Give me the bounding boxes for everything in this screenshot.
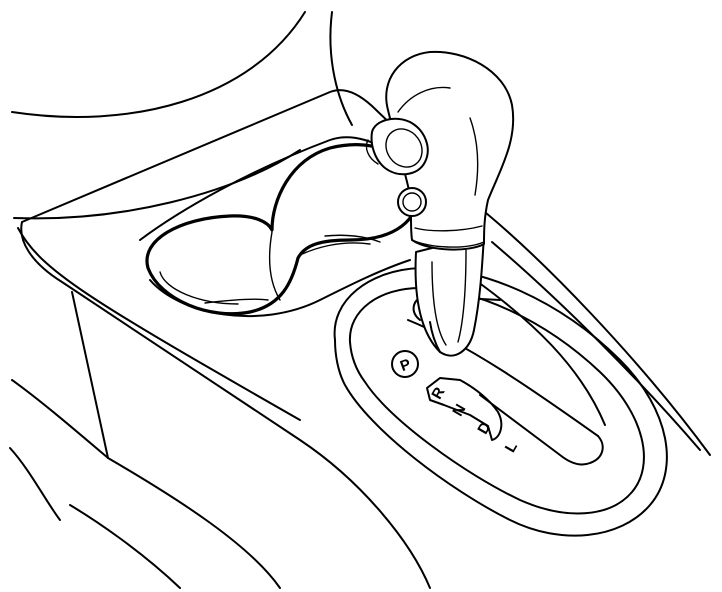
overdrive-button (397, 187, 427, 217)
park-indicator-ring (391, 350, 419, 378)
dashboard-outline (11, 11, 353, 220)
shift-position-p: P (398, 356, 413, 375)
center-console-body (9, 221, 431, 589)
cup-holder (139, 136, 420, 318)
shift-lever (414, 234, 485, 357)
shift-position-l: L (502, 439, 521, 455)
shifter-bezel (333, 266, 668, 537)
cup-holder-rim (145, 143, 420, 316)
shift-lock-button (365, 117, 429, 176)
shift-position-n: N (449, 401, 469, 419)
shift-position-d: D (474, 419, 494, 437)
lever-shaft (414, 234, 485, 357)
reverse-notch (426, 377, 503, 441)
shift-gate-plate: P R N D L (391, 350, 521, 455)
